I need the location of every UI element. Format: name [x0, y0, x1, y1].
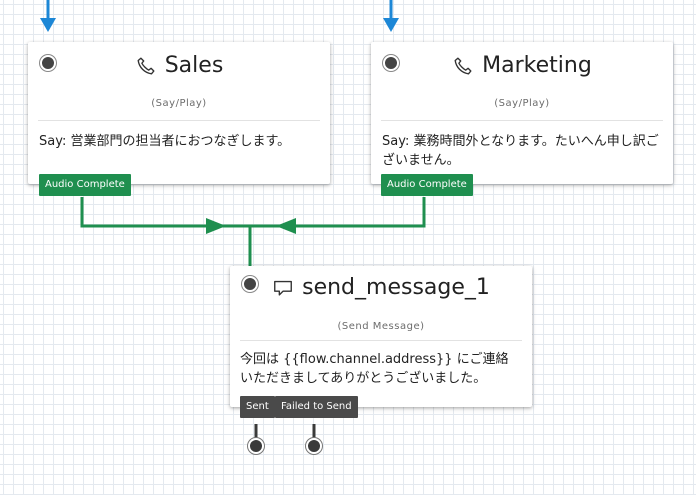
output-port-sent[interactable] — [248, 438, 264, 454]
connector-marketing-to-send-message — [250, 197, 426, 228]
widget-type-label: (Send Message) — [337, 321, 425, 332]
transition-sent[interactable]: Sent — [240, 396, 275, 418]
transition-audio-complete[interactable]: Audio Complete — [381, 174, 473, 196]
widget-sales[interactable]: Sales (Say/Play) Say: 営業部門の担当者におつなぎします。 … — [28, 42, 330, 196]
arrowhead-sales-connector — [206, 218, 226, 234]
widget-title: Marketing — [482, 53, 592, 78]
divider — [381, 120, 663, 121]
phone-icon — [137, 57, 155, 74]
incoming-arrowhead-sales — [40, 18, 56, 32]
widget-marketing[interactable]: Marketing (Say/Play) Say: 業務時間外となります。たいへ… — [371, 42, 673, 196]
widget-header: send_message_1 — [230, 275, 532, 300]
input-port-sales[interactable] — [40, 55, 56, 71]
widget-header: Marketing — [371, 53, 673, 78]
widget-send-message-1[interactable]: send_message_1 (Send Message) 今回は {{flow… — [230, 266, 532, 418]
transition-failed-to-send[interactable]: Failed to Send — [275, 396, 358, 418]
widget-type-label: (Say/Play) — [151, 98, 207, 109]
output-port-failed-to-send[interactable] — [306, 438, 322, 454]
arrowhead-marketing-connector — [276, 218, 296, 234]
connector-sales-to-send-message — [80, 197, 252, 268]
widget-header: Sales — [28, 53, 330, 78]
widget-body: 今回は {{flow.channel.address}} にご連絡いただきまして… — [240, 352, 509, 386]
phone-icon — [454, 57, 472, 74]
input-port-send-message[interactable] — [242, 276, 258, 292]
widget-body: Say: 営業部門の担当者におつなぎします。 — [39, 134, 291, 149]
widget-title: Sales — [164, 53, 224, 78]
incoming-arrowhead-marketing — [383, 18, 399, 32]
widget-body: Say: 業務時間外となります。たいへん申し訳ございません。 — [382, 134, 659, 168]
widget-type-label: (Say/Play) — [494, 98, 550, 109]
chat-bubble-icon — [274, 280, 293, 296]
transition-audio-complete[interactable]: Audio Complete — [39, 174, 131, 196]
divider — [240, 340, 522, 341]
input-port-marketing[interactable] — [383, 55, 399, 71]
widget-title: send_message_1 — [302, 275, 490, 300]
divider — [38, 120, 320, 121]
